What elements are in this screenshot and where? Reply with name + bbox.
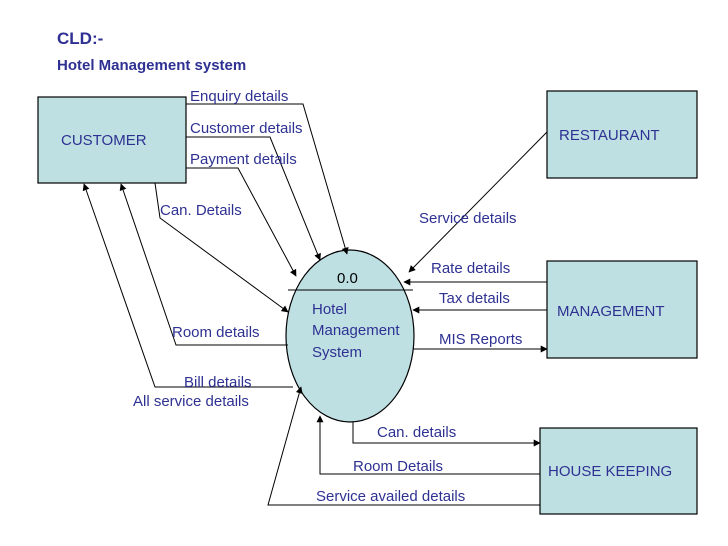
- flow-service-availed-arrow: [267, 386, 540, 506]
- flow-service-availed-label: Service availed details: [316, 488, 465, 505]
- flow-all-service-label: All service details: [133, 393, 249, 410]
- flow-room-customer-label: Room details: [172, 324, 260, 341]
- flow-customer-details-arrow: [186, 136, 321, 261]
- process-name-line-1: Hotel: [312, 301, 347, 318]
- entity-restaurant-box: [546, 90, 698, 179]
- flow-room-hk-label: Room Details: [353, 458, 443, 475]
- entity-housekeeping-box: [539, 427, 698, 515]
- process-circle: [285, 249, 415, 423]
- entity-customer: CUSTOMER: [61, 132, 147, 149]
- flow-can-hk-label: Can. details: [377, 424, 456, 441]
- entity-management: MANAGEMENT: [557, 303, 665, 320]
- flow-bill-arrow: [82, 183, 293, 388]
- flow-customer-details-label: Customer details: [190, 120, 303, 137]
- flow-room-customer-arrow: [119, 183, 288, 346]
- flow-service-arrow: [408, 131, 548, 273]
- flow-enquiry-label: Enquiry details: [190, 88, 288, 105]
- entity-customer-box: [37, 96, 187, 184]
- flow-can-customer-arrow: [154, 182, 289, 313]
- flow-service-label: Service details: [419, 210, 517, 227]
- flow-room-hk-arrow: [316, 415, 540, 475]
- diagram-subtitle: Hotel Management system: [57, 57, 246, 74]
- process-name-line-3: System: [312, 344, 362, 361]
- flow-enquiry-arrow: [186, 103, 349, 255]
- flow-rate-label: Rate details: [431, 260, 510, 277]
- entity-housekeeping: HOUSE KEEPING: [548, 463, 672, 480]
- flow-mis-label: MIS Reports: [439, 331, 522, 348]
- flow-payment-label: Payment details: [190, 151, 297, 168]
- flow-tax-label: Tax details: [439, 290, 510, 307]
- entity-restaurant: RESTAURANT: [559, 127, 660, 144]
- flow-can-customer-label: Can. Details: [160, 202, 242, 219]
- flow-payment-arrow: [186, 167, 297, 277]
- flow-can-hk-arrow: [352, 422, 541, 447]
- process-id: 0.0: [337, 270, 358, 287]
- diagram-title: CLD:-: [57, 29, 103, 48]
- entity-management-box: [546, 260, 698, 359]
- flow-bill-label: Bill details: [184, 374, 252, 391]
- process-name-line-2: Management: [312, 322, 400, 339]
